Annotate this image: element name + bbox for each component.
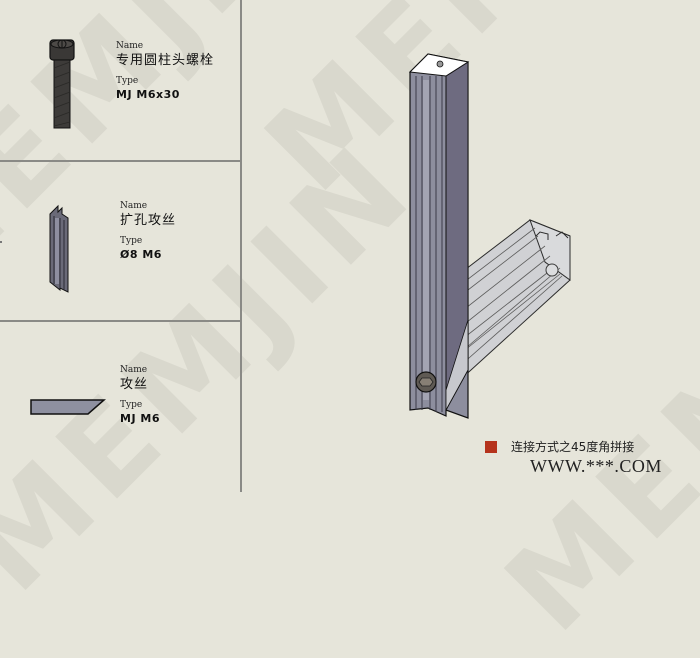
part-name: 攻丝 <box>120 377 149 392</box>
part-info: Name 专用圆柱头螺栓 Type MJ M6x30 <box>116 41 215 101</box>
part-card-tap: Name 攻丝 Type MJ M6 <box>0 322 240 492</box>
socket-head-bolt-icon <box>49 39 75 129</box>
vertical-profile <box>408 53 470 419</box>
part-name: 专用圆柱头螺栓 <box>116 53 215 68</box>
part-info: Name 扩孔攻丝 Type Ø8 M6 <box>120 201 177 261</box>
part-info: Name 攻丝 Type MJ M6 <box>120 365 160 425</box>
parts-list-panel: Name 专用圆柱头螺栓 Type MJ M6x30 Name 扩孔攻丝 Typ… <box>0 0 242 492</box>
profile-end-view-icon <box>49 204 69 293</box>
legend: 连接方式之45度角拼接 <box>485 438 634 455</box>
corner-joint-illustration <box>408 53 571 419</box>
part-card-bolt: Name 专用圆柱头螺栓 Type MJ M6x30 <box>0 0 240 162</box>
part-name: 扩孔攻丝 <box>120 213 177 228</box>
stray-mark <box>0 241 2 243</box>
part-type: Ø8 M6 <box>120 248 162 261</box>
website-url: WWW.***.COM <box>530 456 662 476</box>
type-label: Type <box>120 236 143 246</box>
type-label: Type <box>116 76 139 86</box>
legend-swatch <box>485 440 497 453</box>
part-card-tap-drill: Name 扩孔攻丝 Type Ø8 M6 <box>0 162 240 322</box>
name-label: Name <box>120 365 148 375</box>
part-type: MJ M6x30 <box>116 88 180 101</box>
legend-text: 连接方式之45度角拼接 <box>511 440 635 454</box>
tapped-bar-icon <box>30 399 106 415</box>
type-label: Type <box>120 400 143 410</box>
name-label: Name <box>116 41 144 51</box>
bolt-head-icon <box>415 371 437 393</box>
part-type: MJ M6 <box>120 412 160 425</box>
name-label: Name <box>120 201 148 211</box>
